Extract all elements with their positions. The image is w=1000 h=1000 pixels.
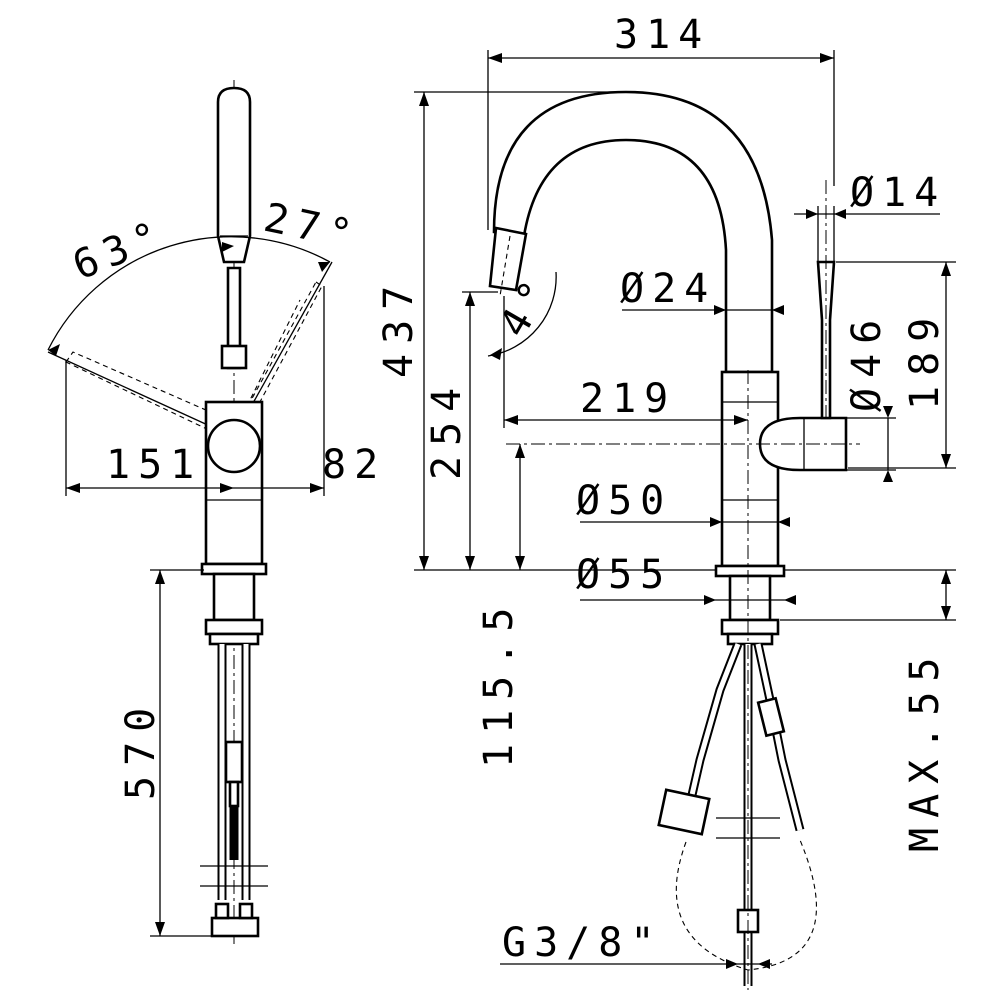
dim-lever-left: 151 <box>106 442 202 488</box>
hose-weight <box>657 788 711 836</box>
spray-head <box>488 226 528 292</box>
dim-lever-height: 189 <box>902 308 948 410</box>
angle-arc <box>47 236 331 351</box>
side-view <box>414 50 956 990</box>
dim-lever-diameter: Ø14 <box>850 170 946 216</box>
dim-hose-length: 570 <box>118 698 164 800</box>
dim-connection: G3/8" <box>502 920 662 966</box>
dim-spout-height: 254 <box>424 378 470 480</box>
dim-max-deck: MAX.55 <box>902 648 948 853</box>
dim-body-diameter: Ø50 <box>576 478 672 524</box>
dim-handle-diameter: Ø46 <box>844 310 890 412</box>
dim-spout-diameter: Ø24 <box>620 266 716 312</box>
handle-hub-side <box>758 416 848 472</box>
dim-width-overall: 314 <box>614 12 710 58</box>
handle-hub-front <box>206 418 262 474</box>
body-side <box>720 370 780 568</box>
spout-front <box>216 86 252 264</box>
dim-angle-left: 63° <box>67 211 173 290</box>
dim-base-height: 115.5 <box>476 598 522 768</box>
dim-height-overall: 437 <box>376 276 422 378</box>
spout-side <box>492 90 774 374</box>
dim-lever-right: 82 <box>322 442 386 488</box>
dim-base-diameter: Ø55 <box>576 552 672 598</box>
dim-angle-right: 27° <box>260 195 364 260</box>
dim-reach: 219 <box>580 376 676 422</box>
front-view <box>47 80 333 945</box>
